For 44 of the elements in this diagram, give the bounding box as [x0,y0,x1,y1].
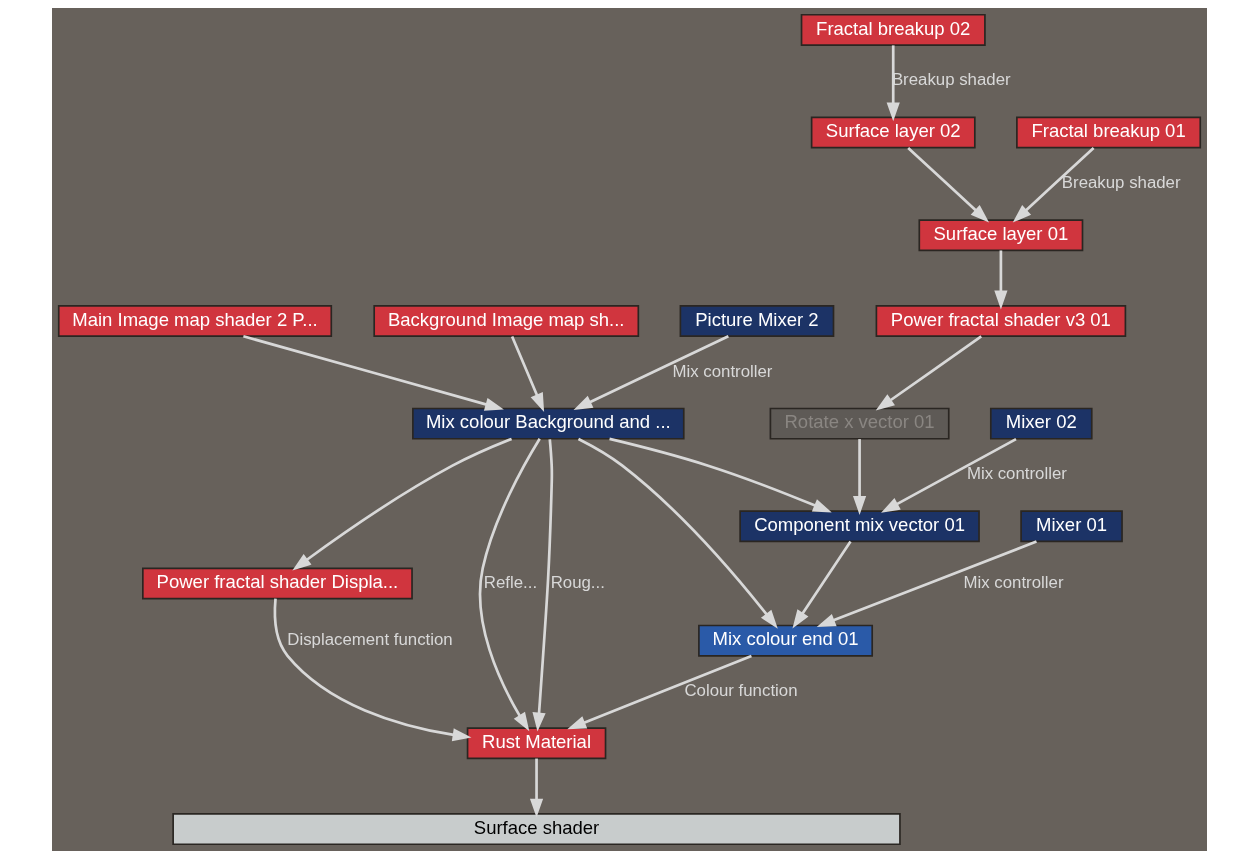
node-box: Mixer 02 [989,407,1093,440]
node-box: Rust Material [466,727,606,760]
edge-label: Mix controller [963,572,1063,592]
arrow [875,335,982,411]
arrow [791,540,852,629]
arrow [906,147,989,223]
node-box: Main Image map shader 2 P... [57,305,332,337]
edge-label: Mix controller [966,464,1067,484]
node-box: Picture Mixer 2 [679,305,834,337]
arrow [886,45,900,122]
node-box: Surface layer 01 [917,219,1083,252]
edge-label: Colour function [683,681,798,701]
edge-label: Displacement function [286,629,453,649]
node-box: Component mix vector 01 [738,510,980,543]
arrow [242,334,504,411]
arrow [529,758,543,818]
node-box: Fractal breakup 01 [1015,116,1201,149]
arrow [566,654,752,730]
arrow [478,438,541,732]
edge-label: Refle... [483,572,537,592]
arrow [273,598,471,742]
node-box: Mixer 01 [1019,510,1123,543]
arrow [577,437,778,629]
arrow [573,335,729,410]
node-box: Fractal breakup 02 [800,13,986,46]
arrow [1012,147,1094,223]
edge-label: Roug... [550,572,605,592]
node-box: Background Image map sh... [372,305,639,337]
node-box: Power fractal shader v3 01 [875,305,1126,337]
arrow [608,437,832,513]
node-box: Mix colour end 01 [697,624,873,657]
arrow [816,540,1037,627]
arrow [880,437,1017,513]
arrow [993,250,1007,310]
edge-label: Breakup shader [1061,173,1181,193]
arrow [291,437,512,571]
arrow [510,335,544,412]
node-box: Power fractal shader Displa... [141,567,413,600]
arrow [852,439,866,515]
node-box: Surface layer 02 [810,116,976,149]
edge-label: Mix controller [671,361,772,381]
node-box: Mix colour Background and ... [411,407,685,440]
node-box: Surface shader [171,813,901,846]
arrow [532,439,553,732]
